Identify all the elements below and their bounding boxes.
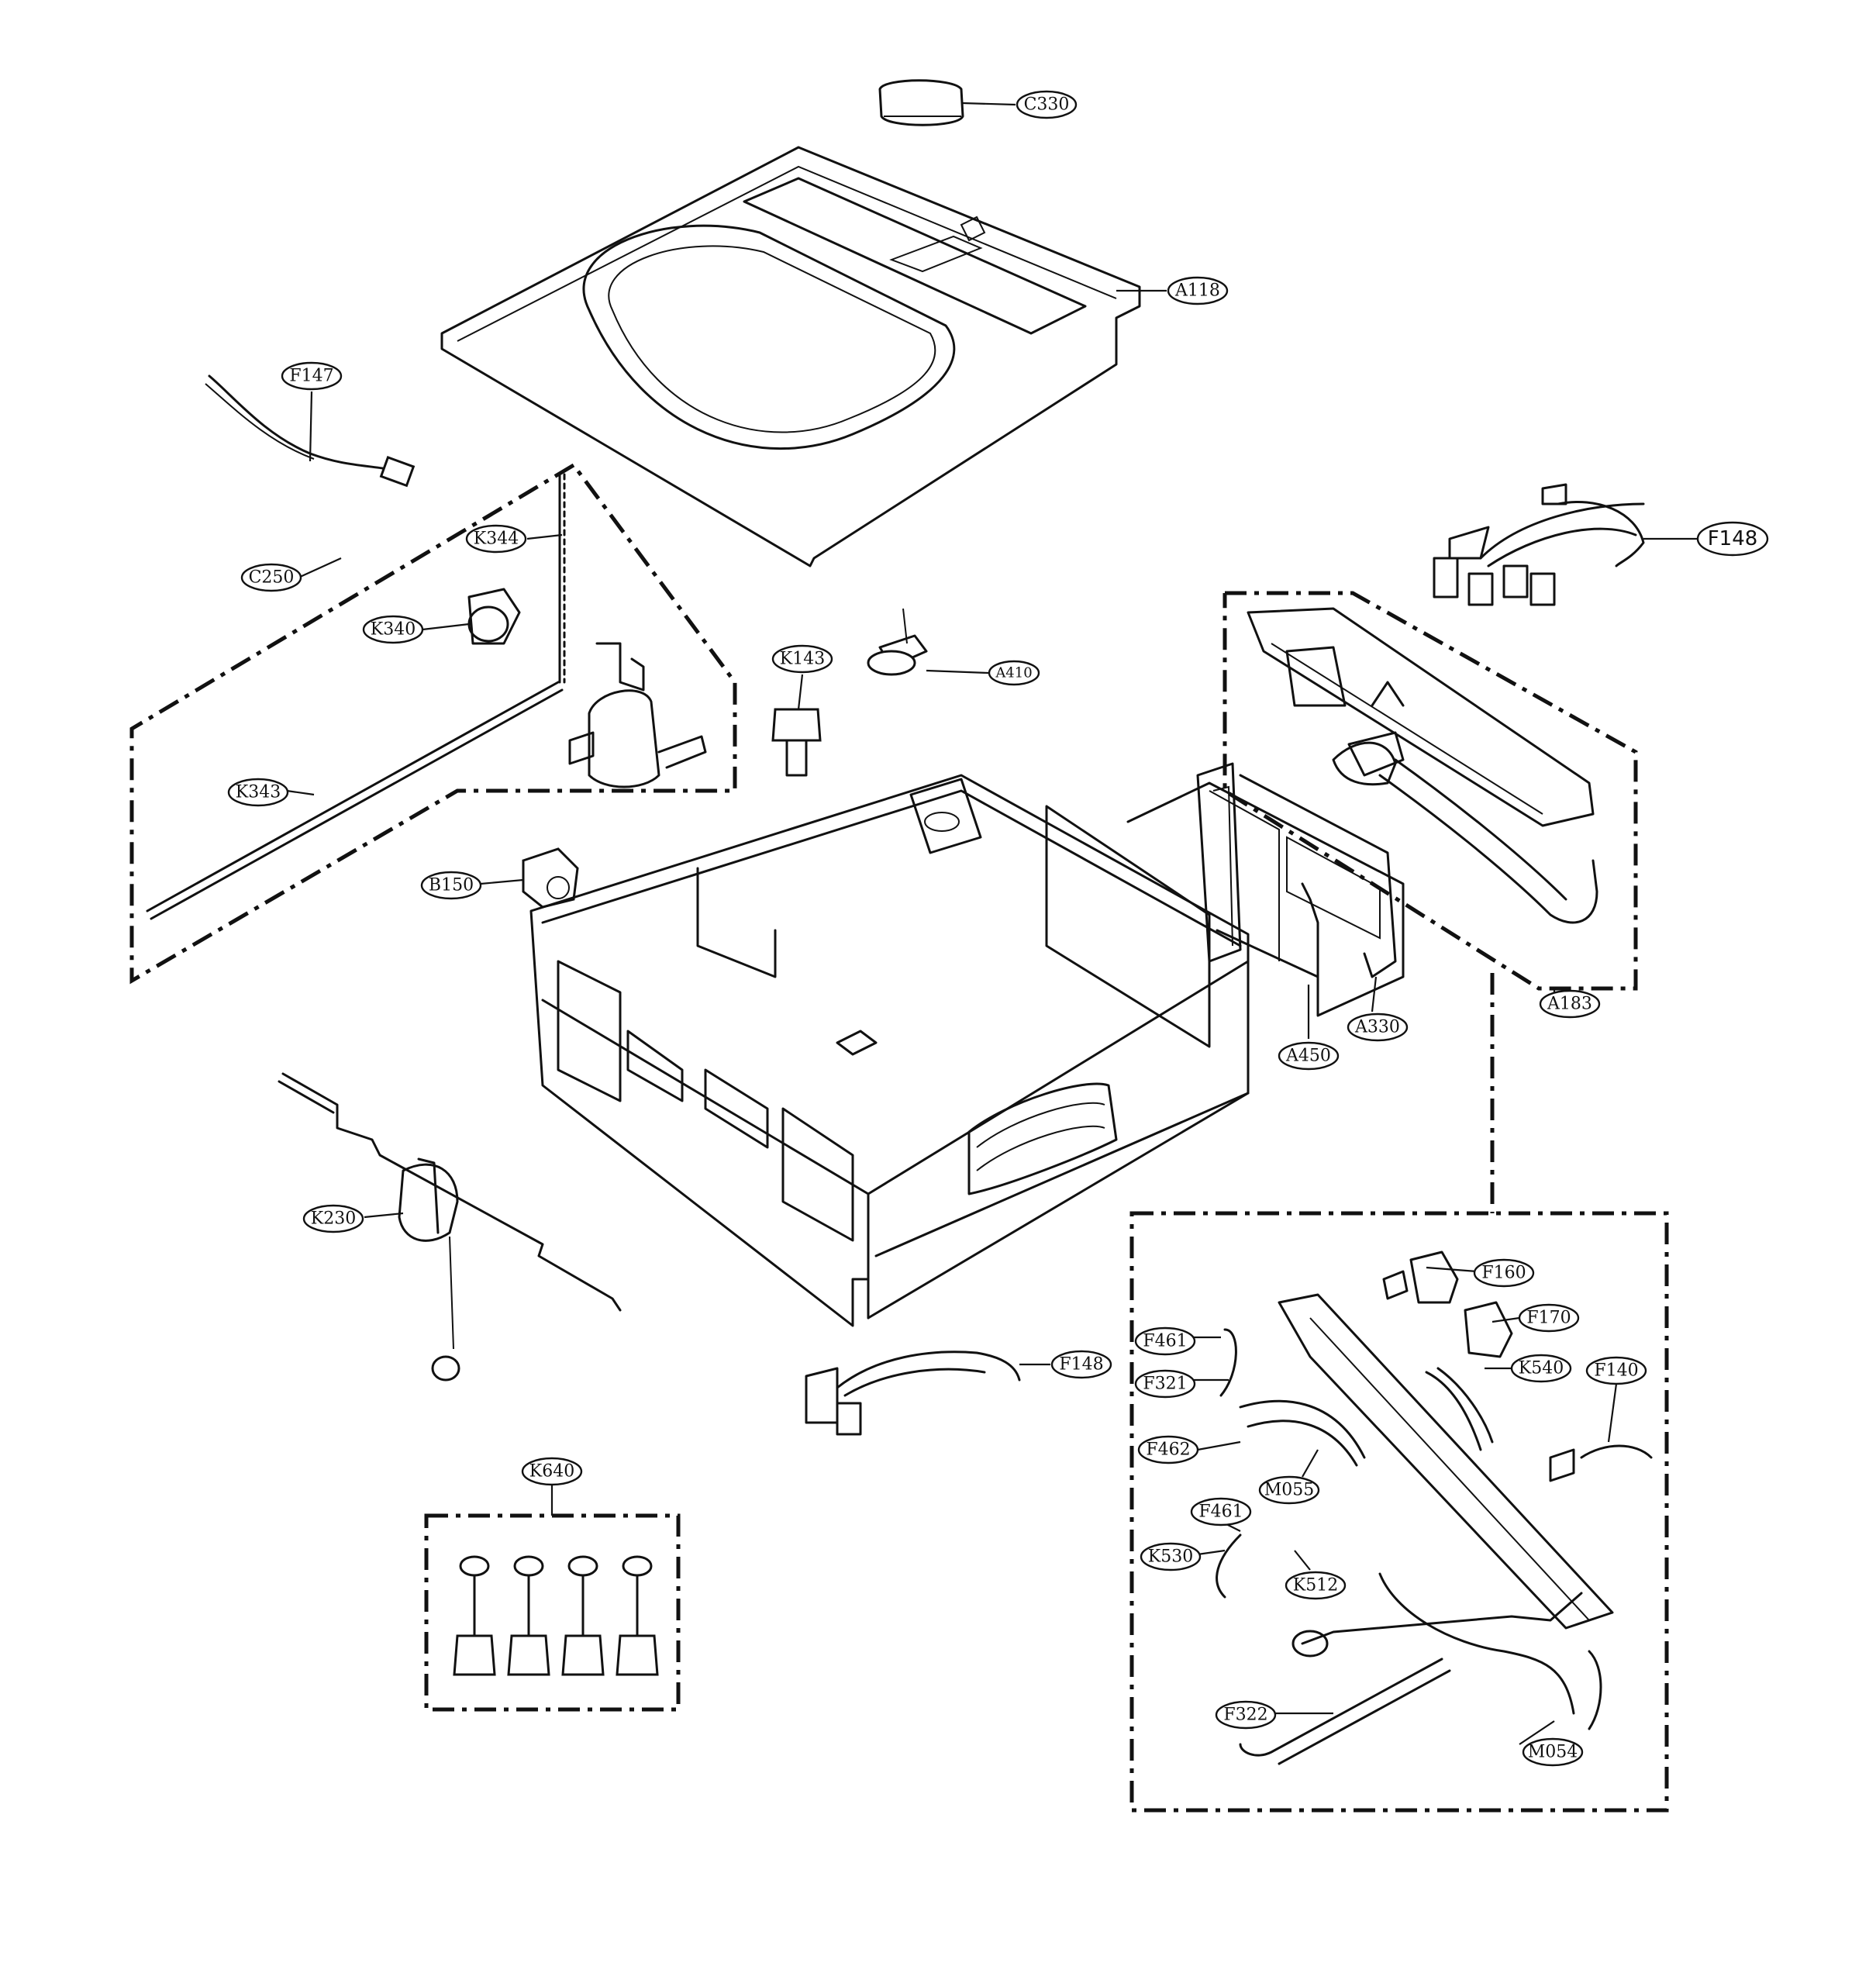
callout-F322: F322 — [1215, 1700, 1277, 1730]
svg-text:K512: K512 — [1293, 1576, 1338, 1595]
callout-A183: A183 — [1539, 989, 1601, 1019]
callout-A450: A450 — [1278, 1041, 1340, 1071]
svg-text:K344: K344 — [474, 530, 519, 549]
callout-A118: A118 — [1167, 276, 1229, 305]
callout-B150: B150 — [420, 871, 482, 900]
svg-text:A183: A183 — [1547, 995, 1592, 1014]
callout-C250: C250 — [240, 563, 302, 592]
svg-text:F148: F148 — [1708, 527, 1758, 550]
svg-text:M055: M055 — [1264, 1481, 1315, 1500]
callout-F462: F462 — [1137, 1435, 1199, 1464]
top-cover-part — [440, 146, 1141, 567]
svg-text:K530: K530 — [1148, 1547, 1193, 1567]
leader-lines — [286, 102, 1698, 1745]
svg-text:F322: F322 — [1223, 1706, 1267, 1725]
pump-group-outline — [129, 463, 737, 985]
damper-set-part — [453, 1555, 659, 1676]
svg-text:A450: A450 — [1285, 1047, 1331, 1066]
callout-K530: K530 — [1140, 1542, 1202, 1571]
harness-f148-mid-part — [805, 1351, 1021, 1436]
callout-A330: A330 — [1347, 1012, 1409, 1042]
svg-text:F461: F461 — [1143, 1332, 1187, 1351]
svg-text:B150: B150 — [429, 876, 474, 895]
callout-F170: F170 — [1518, 1303, 1580, 1333]
svg-text:F160: F160 — [1481, 1264, 1526, 1283]
harness-f147-part — [205, 374, 416, 488]
bracket-a410-part — [867, 608, 928, 676]
callout-F461-bot: F461 — [1190, 1497, 1252, 1526]
cap-part — [878, 79, 964, 126]
svg-text:K143: K143 — [780, 650, 825, 669]
callout-K230: K230 — [302, 1204, 364, 1233]
callout-F148-mid: F148 — [1050, 1350, 1112, 1379]
rod-k344-part — [558, 473, 566, 684]
bolt-k143-part — [771, 708, 822, 777]
svg-text:C250: C250 — [249, 568, 295, 588]
svg-text:A330: A330 — [1354, 1018, 1400, 1037]
callout-M054: M054 — [1522, 1737, 1584, 1767]
svg-text:F462: F462 — [1146, 1440, 1190, 1460]
svg-text:A410: A410 — [995, 665, 1032, 681]
svg-text:F148: F148 — [1059, 1355, 1103, 1375]
svg-text:F461: F461 — [1198, 1502, 1243, 1522]
inlet-valves-part — [1216, 1250, 1653, 1765]
callout-A410: A410 — [988, 660, 1040, 686]
svg-text:A118: A118 — [1174, 281, 1220, 301]
control-panel-a450-part — [1196, 762, 1242, 963]
dispenser-assembly-part — [1247, 607, 1598, 924]
damper-kit-outline — [424, 1513, 681, 1712]
svg-text:K540: K540 — [1519, 1359, 1564, 1378]
panel-a330-part — [1239, 774, 1397, 978]
svg-text:K343: K343 — [236, 783, 281, 802]
cabinet-base-part — [529, 774, 1405, 1327]
svg-text:F321: F321 — [1143, 1375, 1187, 1394]
callout-F147: F147 — [281, 361, 343, 391]
switch-k230-part — [278, 1072, 622, 1382]
svg-text:F170: F170 — [1526, 1309, 1571, 1328]
callout-K540: K540 — [1510, 1354, 1572, 1383]
svg-text:K340: K340 — [371, 620, 416, 640]
valve-group-outline — [1129, 1211, 1669, 1813]
callout-M055: M055 — [1258, 1475, 1320, 1505]
callout-K640: K640 — [521, 1457, 583, 1486]
harness-f148-top-part — [1433, 483, 1645, 606]
svg-text:M054: M054 — [1528, 1743, 1578, 1762]
svg-text:F140: F140 — [1594, 1361, 1638, 1381]
svg-text:F147: F147 — [289, 367, 333, 386]
callout-K344: K344 — [465, 524, 527, 554]
clip-b150-part — [522, 847, 579, 909]
callout-K340: K340 — [362, 615, 424, 644]
svg-text:K230: K230 — [311, 1209, 356, 1229]
callout-C330: C330 — [1016, 90, 1078, 119]
callout-F461-top: F461 — [1134, 1326, 1196, 1356]
callout-F321: F321 — [1134, 1369, 1196, 1399]
callout-K143: K143 — [771, 644, 833, 674]
svg-text:C330: C330 — [1024, 95, 1070, 115]
callout-F140: F140 — [1585, 1356, 1647, 1385]
callout-F148-top: F148 — [1696, 521, 1769, 557]
callout-K512: K512 — [1285, 1571, 1347, 1600]
svg-text:K640: K640 — [529, 1462, 574, 1482]
hose-k343-part — [146, 681, 564, 920]
callout-K343: K343 — [227, 778, 289, 807]
callout-F160: F160 — [1473, 1258, 1535, 1288]
pressure-sensor-part — [467, 588, 521, 645]
dispenser-group-outline — [1223, 591, 1638, 991]
drain-pump-part — [568, 642, 707, 788]
